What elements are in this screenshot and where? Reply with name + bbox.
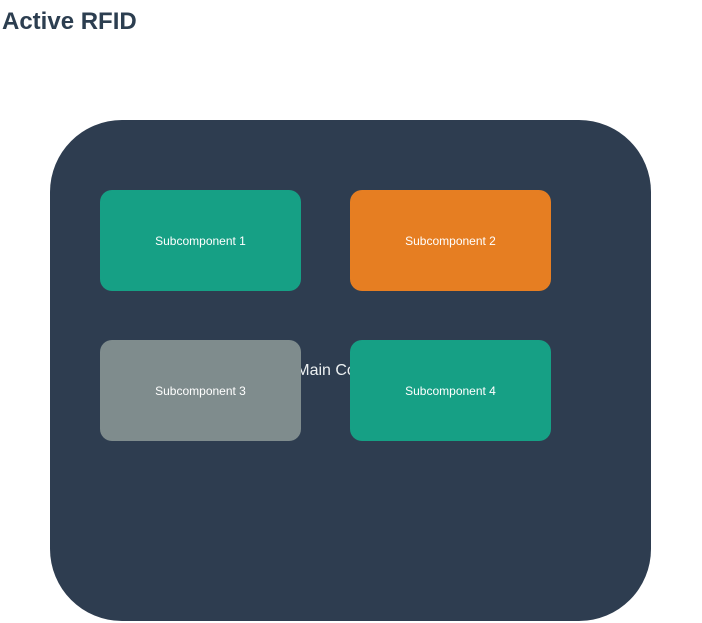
page-title: Active RFID <box>2 8 137 35</box>
subcomponent-3: Subcomponent 3 <box>100 340 301 441</box>
subcomponent-2: Subcomponent 2 <box>350 190 551 291</box>
subcomponent-4: Subcomponent 4 <box>350 340 551 441</box>
subcomponent-1: Subcomponent 1 <box>100 190 301 291</box>
